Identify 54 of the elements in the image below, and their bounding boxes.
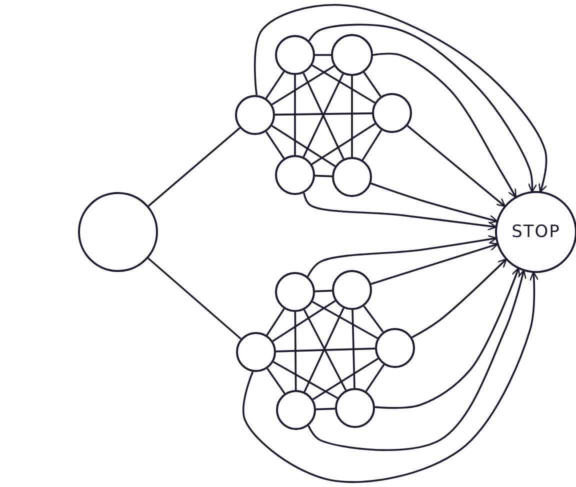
connector-line [363, 72, 382, 98]
connector-line [274, 112, 372, 116]
circle-node [275, 272, 315, 312]
arrow [370, 182, 498, 224]
circle-node [332, 157, 372, 197]
connector-line [312, 358, 379, 400]
arrow [374, 268, 520, 409]
connector-line [312, 64, 376, 104]
connector-line [311, 123, 376, 165]
connector-line [148, 258, 242, 340]
circle-node [276, 390, 316, 430]
connector-line [276, 348, 376, 352]
connector-line [312, 300, 378, 340]
circle-node [335, 388, 375, 428]
arrow [412, 258, 507, 338]
circle-node [275, 35, 315, 75]
connector-line [272, 65, 335, 106]
connector-line [148, 127, 240, 207]
arrow [254, 4, 548, 193]
connector-line [351, 76, 353, 157]
connector-line [271, 125, 336, 167]
connector-line [272, 361, 338, 399]
arrow [370, 242, 498, 285]
stop-circle [495, 191, 576, 273]
arrow [406, 125, 506, 208]
arrow [308, 270, 526, 451]
connector-line [265, 71, 285, 99]
arrow [308, 24, 538, 193]
circle-node [332, 270, 372, 310]
connector-line [365, 364, 385, 392]
connector-line [294, 312, 297, 390]
connector-line [315, 54, 331, 56]
circle-node [236, 332, 276, 372]
node-label: STOP [512, 222, 560, 242]
connector-line [316, 408, 336, 410]
connector-line [294, 75, 296, 155]
connector-line [362, 129, 382, 161]
circle-node [372, 93, 412, 133]
connector-line [266, 308, 285, 336]
connector-line [352, 310, 356, 388]
arrow [303, 192, 497, 231]
connector-line [314, 290, 332, 292]
circle-node [235, 95, 275, 135]
connector-line [266, 368, 286, 394]
circle-node [275, 155, 315, 195]
arrow [242, 271, 539, 483]
connector-line [363, 306, 384, 332]
circle-node [331, 34, 373, 76]
connector-line [314, 174, 332, 178]
circle-node [375, 328, 415, 368]
arrow [307, 234, 497, 278]
arrow [372, 52, 516, 198]
connector-line [272, 300, 336, 342]
connector-line [265, 131, 285, 159]
